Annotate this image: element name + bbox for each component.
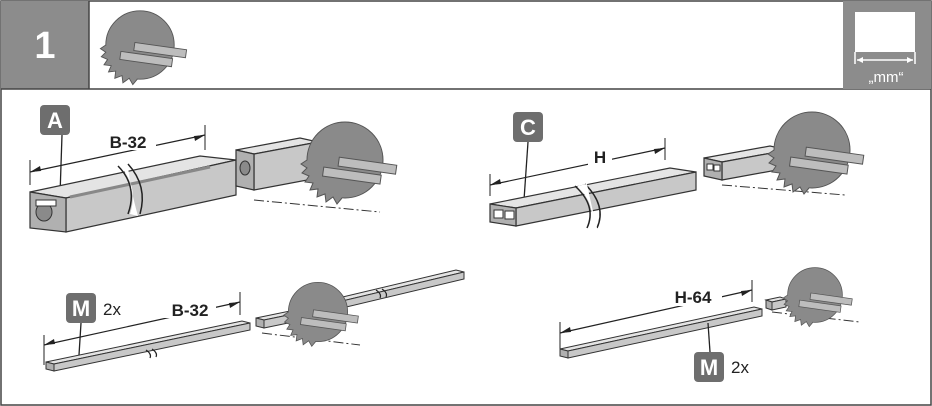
circular-saw-icon — [782, 267, 853, 328]
part-badge-a — [40, 105, 70, 135]
dimension-h: H — [594, 148, 606, 167]
part-badge-c — [513, 112, 543, 142]
part-badge-m-left-label: M — [72, 296, 90, 321]
panel-bottom-right: H-64 M 2x — [559, 267, 861, 382]
part-badge-a-label: A — [47, 108, 63, 133]
dimension-b32-top: B-32 — [110, 133, 147, 152]
panel-bottom-left: M 2x B-32 — [43, 269, 465, 372]
quantity-left: 2x — [103, 300, 121, 319]
dimension-h64: H-64 — [675, 288, 712, 307]
panel-top-left: A B-32 — [29, 105, 398, 233]
step-box — [1, 1, 89, 89]
circular-saw-icon — [300, 121, 398, 205]
panel-top-right: C H — [489, 111, 865, 229]
step-number: 1 — [34, 25, 55, 67]
circular-saw-icon — [283, 281, 359, 347]
part-badge-m-right-label: M — [700, 355, 718, 380]
part-badge-m-left — [66, 293, 96, 323]
dimension-b32-bottom: B-32 — [172, 301, 209, 320]
part-badge-m-right — [694, 352, 724, 382]
part-badge-c-label: C — [520, 115, 536, 140]
quantity-right: 2x — [731, 358, 749, 377]
circular-saw-icon — [767, 111, 865, 195]
circular-saw-icon — [99, 10, 188, 86]
unit-label: „mm“ — [869, 69, 904, 86]
